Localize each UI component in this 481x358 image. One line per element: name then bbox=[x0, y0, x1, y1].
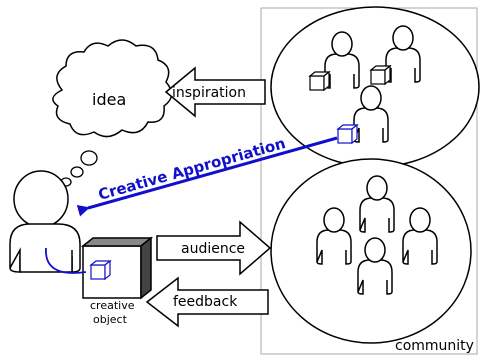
creator-person-icon bbox=[9, 170, 81, 273]
appropriated-cube-icon bbox=[336, 123, 359, 145]
creative-appropriation-label: Creative Appropriation bbox=[96, 134, 287, 204]
audience-label: audience bbox=[181, 241, 245, 257]
inspiration-arrow bbox=[164, 66, 266, 118]
community-label: community bbox=[395, 338, 474, 354]
creative-appropriation-arrow bbox=[76, 136, 338, 217]
hand-to-object-line bbox=[45, 247, 87, 274]
thought-bubble bbox=[70, 166, 84, 178]
appropriated-cube-icon bbox=[89, 259, 112, 281]
feedback-label: feedback bbox=[173, 294, 238, 310]
feedback-arrow bbox=[145, 276, 269, 328]
cube-icon bbox=[309, 71, 330, 91]
inspiration-label: inspiration bbox=[172, 85, 246, 101]
creative-object-label-line2: object bbox=[93, 313, 128, 326]
audience-arrow bbox=[156, 220, 272, 276]
thought-bubble bbox=[80, 150, 98, 166]
idea-label: idea bbox=[92, 90, 126, 109]
creative-object-label-line1: creative bbox=[90, 299, 135, 312]
cube-icon bbox=[370, 65, 391, 85]
idea-cloud bbox=[52, 39, 173, 138]
